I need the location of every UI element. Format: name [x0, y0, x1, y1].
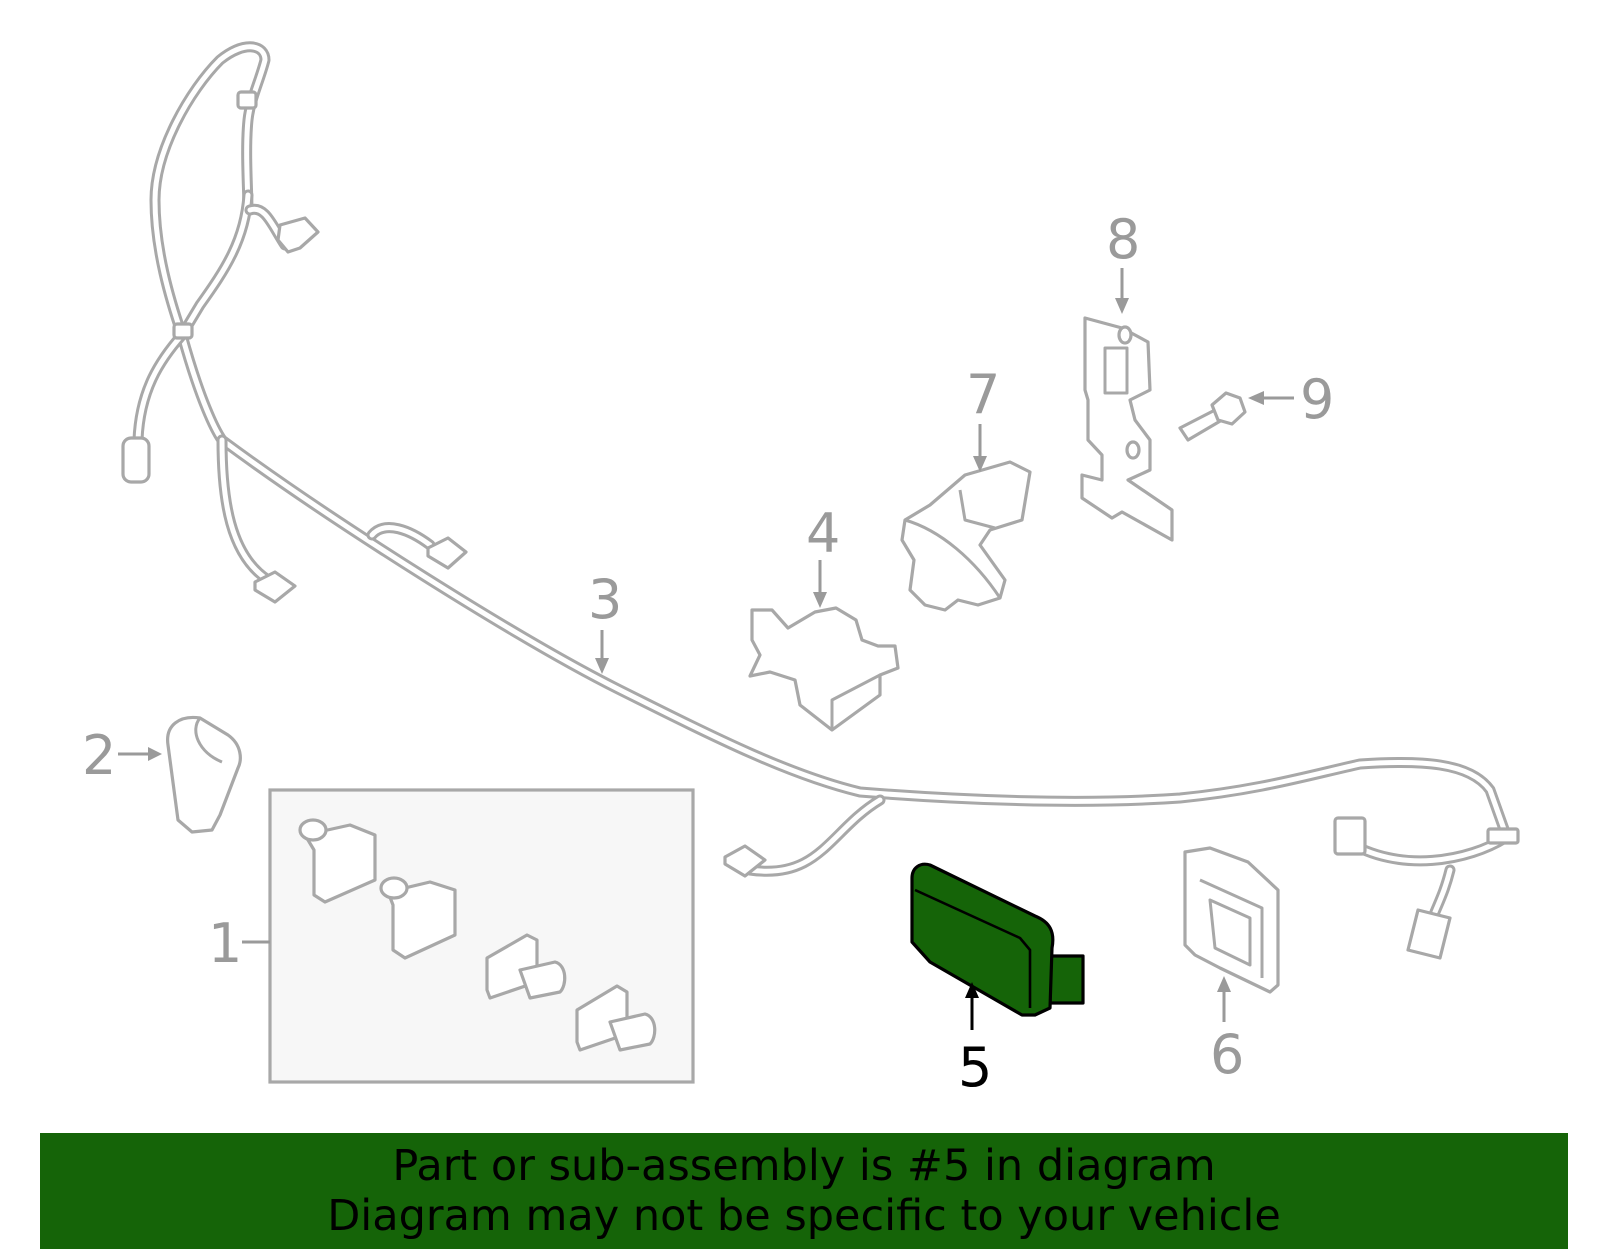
callout-7: 7	[966, 363, 1000, 426]
callout-2: 2	[82, 724, 116, 787]
sensor-part-2	[166, 715, 242, 834]
info-banner: Part or sub-assembly is #5 in diagram Di…	[40, 1133, 1568, 1249]
kit-box-part-1	[268, 788, 695, 1084]
callout-9: 9	[1300, 368, 1334, 431]
kit-sensor	[575, 984, 657, 1052]
bracket-part-4	[748, 606, 900, 732]
connector	[1406, 908, 1452, 960]
connector	[723, 844, 767, 878]
callout-1: 1	[208, 912, 242, 975]
harness-clip	[1486, 827, 1520, 845]
connector	[253, 570, 297, 604]
bracket-part-8	[1080, 316, 1174, 542]
callout-6: 6	[1210, 1023, 1244, 1086]
callout-arrows	[118, 268, 1294, 1030]
housing-part-7	[900, 460, 1032, 612]
connector	[1333, 816, 1367, 856]
connector	[121, 436, 151, 484]
kit-sensor	[379, 876, 457, 960]
callout-5: 5	[958, 1036, 992, 1099]
kit-sensor	[298, 818, 377, 904]
bracket-part-6	[1183, 846, 1280, 994]
kit-sensor	[485, 933, 567, 1000]
wiring-harness-part-3	[121, 41, 1520, 960]
callout-8: 8	[1106, 208, 1140, 271]
module-part-5-highlighted	[910, 862, 1085, 1017]
harness-clip	[172, 322, 194, 340]
banner-line-1: Part or sub-assembly is #5 in diagram	[392, 1141, 1216, 1191]
callout-4: 4	[806, 502, 840, 565]
bolt-part-9	[1178, 391, 1247, 442]
connector	[276, 216, 320, 254]
banner-line-2: Diagram may not be specific to your vehi…	[327, 1191, 1281, 1241]
callout-3: 3	[588, 568, 622, 631]
harness-clip	[236, 90, 258, 110]
connector	[426, 536, 468, 570]
